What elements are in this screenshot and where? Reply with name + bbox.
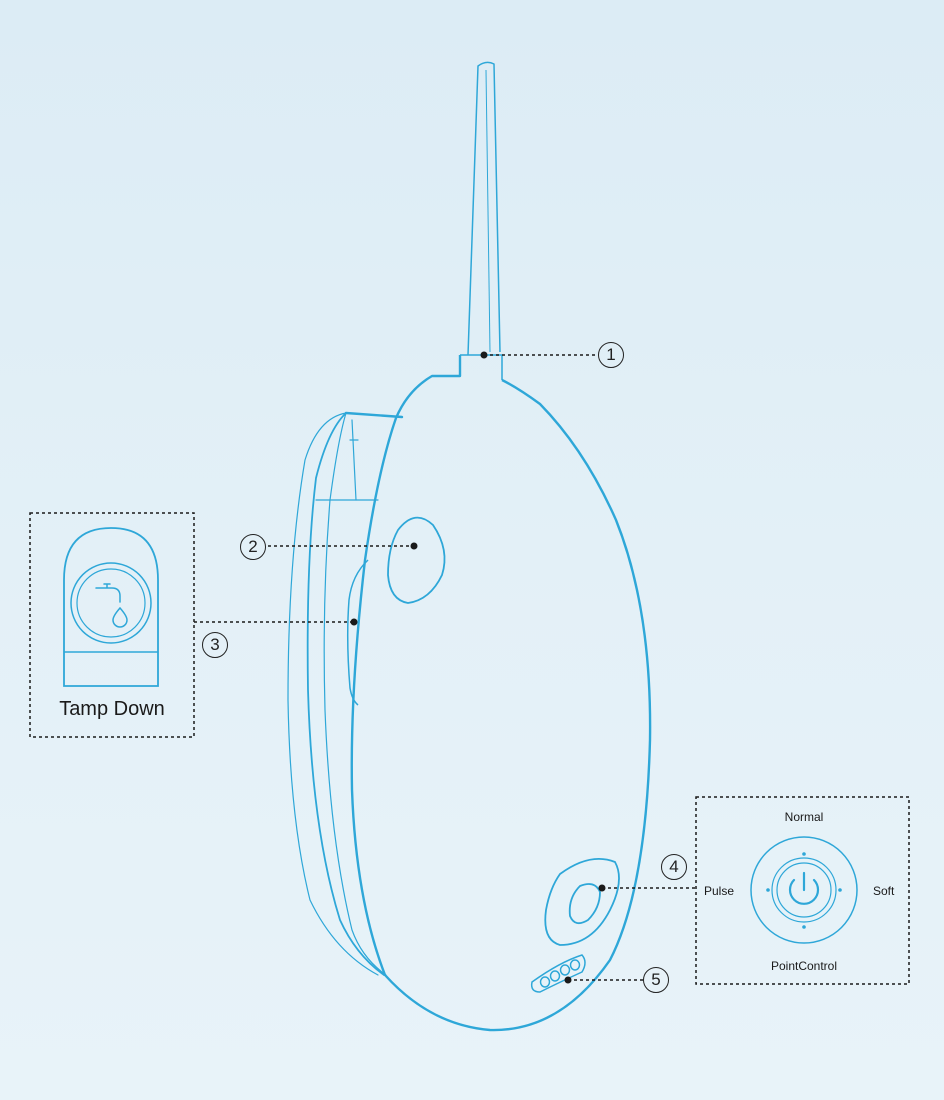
body-side-shell [287, 411, 404, 976]
callout-3: 3 [202, 632, 228, 658]
leader-lines [194, 354, 695, 981]
mode-label-right: Soft [873, 884, 895, 898]
faucet-drop-icon [70, 562, 152, 644]
vent-holes [530, 954, 586, 993]
mode-label-bottom: PointControl [770, 959, 838, 973]
inset-tank-frame [29, 512, 195, 738]
callout-1: 1 [598, 342, 624, 368]
mode-label-left: Pulse [704, 884, 735, 898]
tank-illustration [63, 527, 159, 687]
mode-dots [766, 852, 842, 929]
power-icon [788, 871, 820, 905]
tank-label: Tamp Down [59, 698, 165, 720]
body-front [350, 355, 652, 1032]
callout-2: 2 [240, 534, 266, 560]
mode-label-top: Normal [784, 810, 824, 824]
inset-control-frame [695, 796, 910, 985]
power-button[interactable] [544, 858, 620, 946]
leader-dots [350, 351, 606, 984]
callout-4: 4 [661, 854, 687, 880]
mode-dial [750, 836, 858, 944]
nozzle [460, 61, 503, 380]
callout-5: 5 [643, 967, 669, 993]
side-button[interactable] [387, 516, 446, 604]
tank-notch [346, 559, 369, 706]
